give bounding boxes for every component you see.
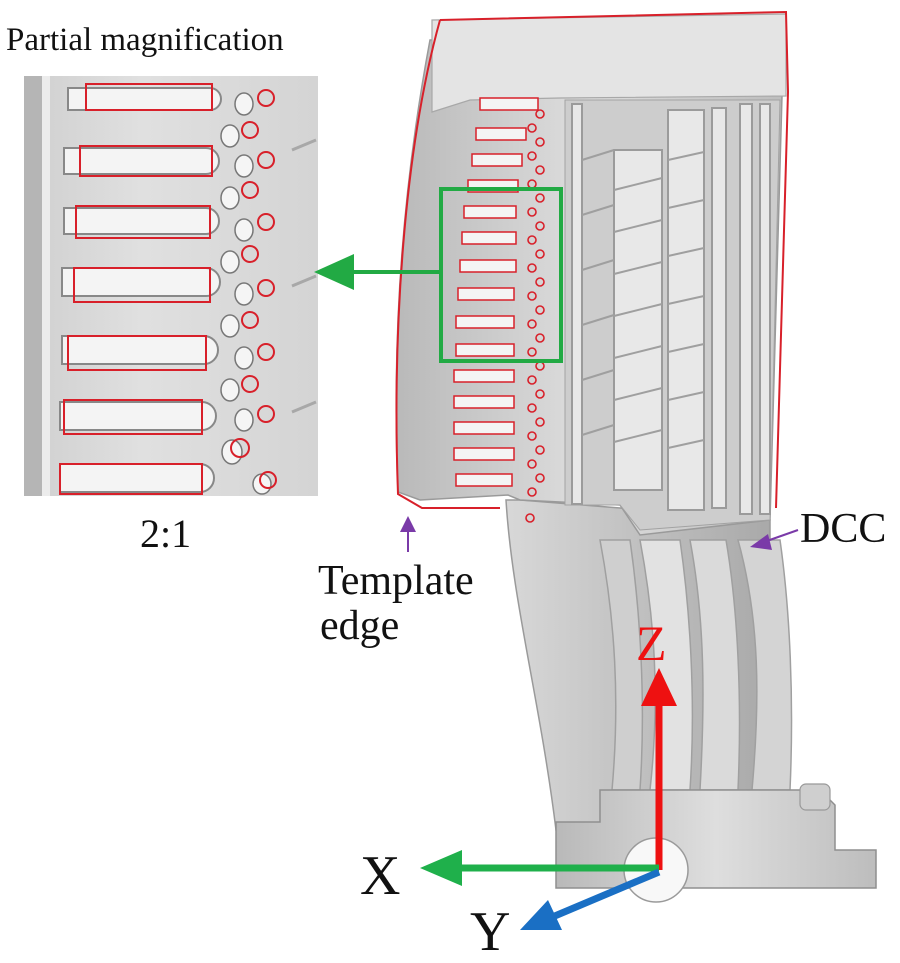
dcc-label: DCC xyxy=(800,506,887,552)
z-axis-label: Z xyxy=(636,615,667,671)
inset-rib-lines xyxy=(291,138,317,414)
template-edge-label-line2: edge xyxy=(320,603,400,649)
x-axis-arrow xyxy=(420,850,659,886)
magnification-arrow xyxy=(314,254,441,290)
blade-cooling-slots xyxy=(453,97,539,487)
template-edge-label: Template xyxy=(318,558,474,604)
y-axis-label: Y xyxy=(470,901,511,963)
internal-ribs xyxy=(571,103,771,515)
inset-film-holes xyxy=(220,89,277,495)
z-axis-arrow xyxy=(641,668,677,870)
pin-fin-bars xyxy=(581,149,705,449)
dcc-pointer xyxy=(750,529,799,550)
x-axis-label: X xyxy=(360,845,401,907)
template-edge-pointer xyxy=(400,516,416,552)
inset-scale-label: 2:1 xyxy=(140,511,192,556)
template-outline xyxy=(395,10,790,509)
y-axis-arrow xyxy=(520,868,661,930)
inset-title: Partial magnification xyxy=(6,22,284,58)
inset-cooling-slots xyxy=(59,83,222,495)
blade-scan xyxy=(395,10,877,903)
blade-film-holes xyxy=(525,109,545,523)
magnified-inset xyxy=(24,76,318,496)
magnification-box xyxy=(439,187,563,363)
coordinate-axes xyxy=(420,668,677,930)
